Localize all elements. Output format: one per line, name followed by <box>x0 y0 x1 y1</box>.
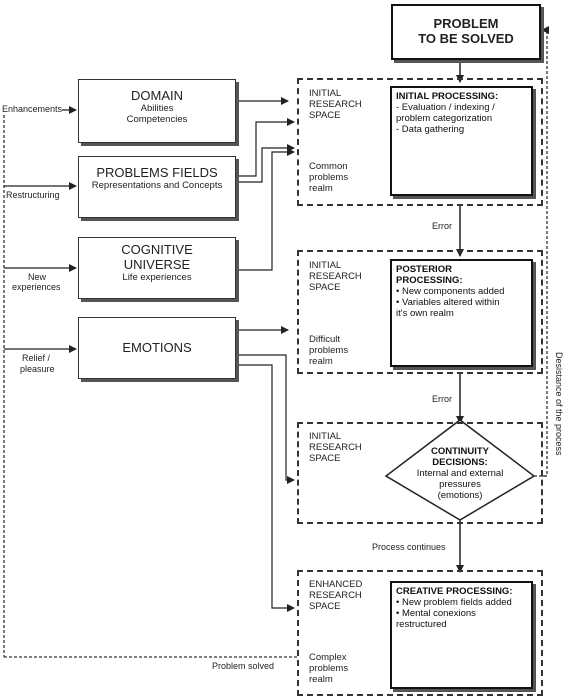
research-space-4 <box>297 570 543 696</box>
posterior-processing-title1: POSTERIOR <box>396 264 452 275</box>
cognitive-universe-title2: UNIVERSE <box>123 257 191 272</box>
desistance-label: Desistance of the process <box>554 352 564 456</box>
space1-realm-l3: realm <box>309 183 333 194</box>
process-continues-label: Process continues <box>372 542 446 552</box>
initial-processing-box: INITIAL PROCESSING: - Evaluation / index… <box>390 86 533 196</box>
cognitive-universe-title1: COGNITIVE <box>121 242 193 257</box>
initial-processing-title: INITIAL PROCESSING: <box>396 91 499 102</box>
initial-processing-item: - Data gathering <box>396 124 465 135</box>
error-label-1: Error <box>432 221 452 231</box>
continuity-l1: Internal and external <box>416 468 504 479</box>
space4-label-l3: SPACE <box>309 601 341 612</box>
space3-label-l1: INITIAL <box>309 431 342 442</box>
space1-label-l2: RESEARCH <box>309 99 362 110</box>
problem-box: PROBLEM TO BE SOLVED <box>391 4 541 60</box>
creative-processing-item: restructured <box>396 619 447 630</box>
creative-processing-item: • Mental conexions <box>396 608 476 619</box>
creative-processing-item: • New problem fields added <box>396 597 512 608</box>
research-space-3 <box>297 422 543 524</box>
label-relief-1: Relief / <box>22 353 51 363</box>
space2-realm-l1: Difficult <box>309 334 340 345</box>
space3-label: INITIAL RESEARCH SPACE <box>309 431 362 464</box>
continuity-l2: pressures <box>439 479 481 490</box>
posterior-processing-item: • New components added <box>396 286 505 297</box>
problems-fields-box: PROBLEMS FIELDS Representations and Conc… <box>78 156 236 218</box>
space2-label-l1: INITIAL <box>309 260 342 271</box>
continuity-decision-diamond <box>384 419 536 521</box>
space1-label: INITIAL RESEARCH SPACE <box>309 88 362 121</box>
research-space-1 <box>297 78 543 206</box>
space1-realm: Common problems realm <box>309 161 348 194</box>
space1-realm-l2: problems <box>309 172 349 183</box>
initial-processing-item: - Evaluation / indexing / <box>396 102 495 113</box>
problem-title-line1: PROBLEM <box>433 16 499 31</box>
continuity-l3: (emotions) <box>437 490 483 501</box>
problems-fields-title: PROBLEMS FIELDS <box>96 165 218 180</box>
space2-label-l3: SPACE <box>309 282 341 293</box>
label-relief-2: pleasure <box>20 364 55 374</box>
label-restructuring: Restructuring <box>6 190 60 200</box>
creative-processing-title: CREATIVE PROCESSING: <box>396 586 513 597</box>
continuity-title2: DECISIONS: <box>432 457 488 468</box>
space2-label: INITIAL RESEARCH SPACE <box>309 260 362 293</box>
posterior-processing-item: • Variables altered within <box>396 297 500 308</box>
domain-title: DOMAIN <box>131 88 183 103</box>
space1-realm-l1: Common <box>309 161 348 172</box>
space4-label-l2: RESEARCH <box>309 590 362 601</box>
space1-label-l3: SPACE <box>309 110 341 121</box>
space2-realm-l3: realm <box>309 356 333 367</box>
creative-processing-box: CREATIVE PROCESSING: • New problem field… <box>390 581 533 689</box>
label-new-experiences-2: experiences <box>12 282 61 292</box>
research-space-2 <box>297 250 543 374</box>
continuity-decisions-text: CONTINUITY DECISIONS: Internal and exter… <box>400 446 520 501</box>
error-label-2: Error <box>432 394 452 404</box>
continuity-title1: CONTINUITY <box>430 446 490 457</box>
space2-label-l2: RESEARCH <box>309 271 362 282</box>
posterior-processing-item: it's own realm <box>396 308 454 319</box>
domain-box: DOMAIN Abilities Competencies <box>78 79 236 143</box>
emotions-title: EMOTIONS <box>122 340 192 355</box>
label-new-experiences-1: New <box>28 272 47 282</box>
space3-label-l2: RESEARCH <box>309 442 362 453</box>
space2-realm: Difficult problems realm <box>309 334 348 367</box>
domain-sub1: Abilities <box>140 103 174 114</box>
problem-title-line2: TO BE SOLVED <box>418 31 514 46</box>
space4-realm-l3: realm <box>309 674 333 685</box>
space4-label: ENHANCED RESEARCH SPACE <box>309 579 362 612</box>
cognitive-universe-box: COGNITIVE UNIVERSE Life experiences <box>78 237 236 299</box>
cognitive-universe-sub: Life experiences <box>122 272 192 283</box>
initial-processing-item: problem categorization <box>396 113 493 124</box>
problem-solved-label: Problem solved <box>212 661 275 671</box>
space1-label-l1: INITIAL <box>309 88 342 99</box>
space3-label-l3: SPACE <box>309 453 341 464</box>
domain-sub2: Competencies <box>126 114 188 125</box>
posterior-processing-title2: PROCESSING: <box>396 275 463 286</box>
problems-fields-sub: Representations and Concepts <box>91 180 223 191</box>
posterior-processing-box: POSTERIOR PROCESSING: • New components a… <box>390 259 533 367</box>
space4-realm-l1: Complex <box>309 652 347 663</box>
space4-realm-l2: problems <box>309 663 349 674</box>
space4-label-l1: ENHANCED <box>309 579 363 590</box>
emotions-box: EMOTIONS <box>78 317 236 379</box>
label-enhancements: Enhancements <box>2 104 63 114</box>
space4-realm: Complex problems realm <box>309 652 348 685</box>
space2-realm-l2: problems <box>309 345 349 356</box>
